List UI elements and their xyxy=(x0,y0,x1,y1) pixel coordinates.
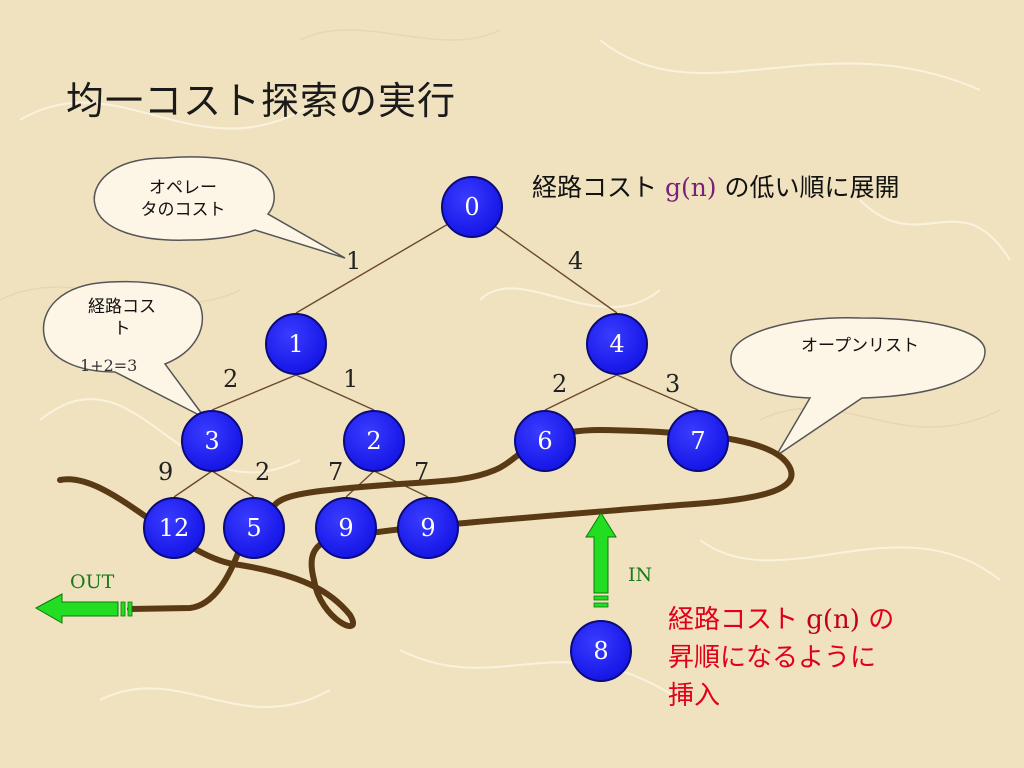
edge-label-0-1: 1 xyxy=(346,247,362,275)
edge-4-6 xyxy=(544,374,618,411)
insert-note-line3: 挿入 xyxy=(668,681,721,711)
edge-label-1-3: 2 xyxy=(223,365,239,393)
open-list-callout-text: オープンリスト xyxy=(801,336,919,356)
insert-note-after: の xyxy=(859,605,895,635)
insert-note-gn: g(n) xyxy=(806,605,860,635)
tree-node-1: 1 xyxy=(265,313,327,375)
edge-label-1-2: 1 xyxy=(343,365,359,393)
edge-1-3 xyxy=(211,374,297,411)
edge-label-3-5: 2 xyxy=(255,458,271,486)
path-cost-callout-text: 経路コス ト xyxy=(52,296,192,340)
tree-node-12: 12 xyxy=(143,497,205,559)
edge-0-1 xyxy=(295,209,473,314)
edge-label-0-4: 4 xyxy=(568,247,584,275)
note-top-gn: g(n) xyxy=(664,173,717,202)
path-cost-line1: 経路コス xyxy=(88,297,156,317)
tree-node-4: 4 xyxy=(586,313,648,375)
edge-label-4-6: 2 xyxy=(552,370,568,398)
edge-3-5 xyxy=(211,470,255,498)
operator-cost-line1: オペレー xyxy=(149,178,217,198)
tree-node-6: 6 xyxy=(514,410,576,472)
edge-label-3-12: 9 xyxy=(158,458,174,486)
insert-note-line1: 経路コスト g(n) の xyxy=(668,601,894,639)
tree-node-7: 7 xyxy=(667,410,729,472)
edge-2-9a xyxy=(345,470,375,498)
page-title: 均一コスト探索の実行 xyxy=(66,79,457,123)
insert-note-line2: 昇順になるように xyxy=(668,643,877,673)
edge-3-12 xyxy=(173,470,213,498)
edge-0-4 xyxy=(471,209,618,314)
tree-node-8: 8 xyxy=(570,620,632,682)
path-cost-formula: 1+2=3 xyxy=(80,356,138,375)
edge-1-2 xyxy=(295,374,375,411)
edge-label-2-9b: 7 xyxy=(414,458,430,486)
tree-node-5: 5 xyxy=(223,497,285,559)
insert-note-before: 経路コスト xyxy=(668,605,807,635)
tree-node-3: 3 xyxy=(181,410,243,472)
out-label: OUT xyxy=(70,571,115,593)
open-list-path xyxy=(57,427,795,629)
insert-order-note: 経路コスト g(n) の 昇順になるように 挿入 xyxy=(668,601,894,715)
tree-node-0: 0 xyxy=(441,176,503,238)
operator-cost-callout-text: オペレー タのコスト xyxy=(108,177,258,221)
in-label: IN xyxy=(628,564,653,586)
tree-node-9-left: 9 xyxy=(315,497,377,559)
note-top-after: の低い順に展開 xyxy=(716,173,900,202)
out-arrow xyxy=(34,593,133,624)
tree-node-9-right: 9 xyxy=(397,497,459,559)
edge-label-4-7: 3 xyxy=(665,370,681,398)
operator-cost-line2: タのコスト xyxy=(140,200,226,220)
open-list-callout xyxy=(730,317,986,457)
operator-cost-callout xyxy=(93,156,346,259)
edge-4-7 xyxy=(616,374,699,411)
note-top-before: 経路コスト xyxy=(532,173,665,202)
tree-node-2: 2 xyxy=(343,410,405,472)
expand-order-note: 経路コスト g(n) の低い順に展開 xyxy=(532,168,900,204)
edge-label-2-9a: 7 xyxy=(328,458,344,486)
path-cost-line2: ト xyxy=(113,319,131,339)
output-path xyxy=(127,545,243,612)
in-arrow xyxy=(585,512,617,608)
